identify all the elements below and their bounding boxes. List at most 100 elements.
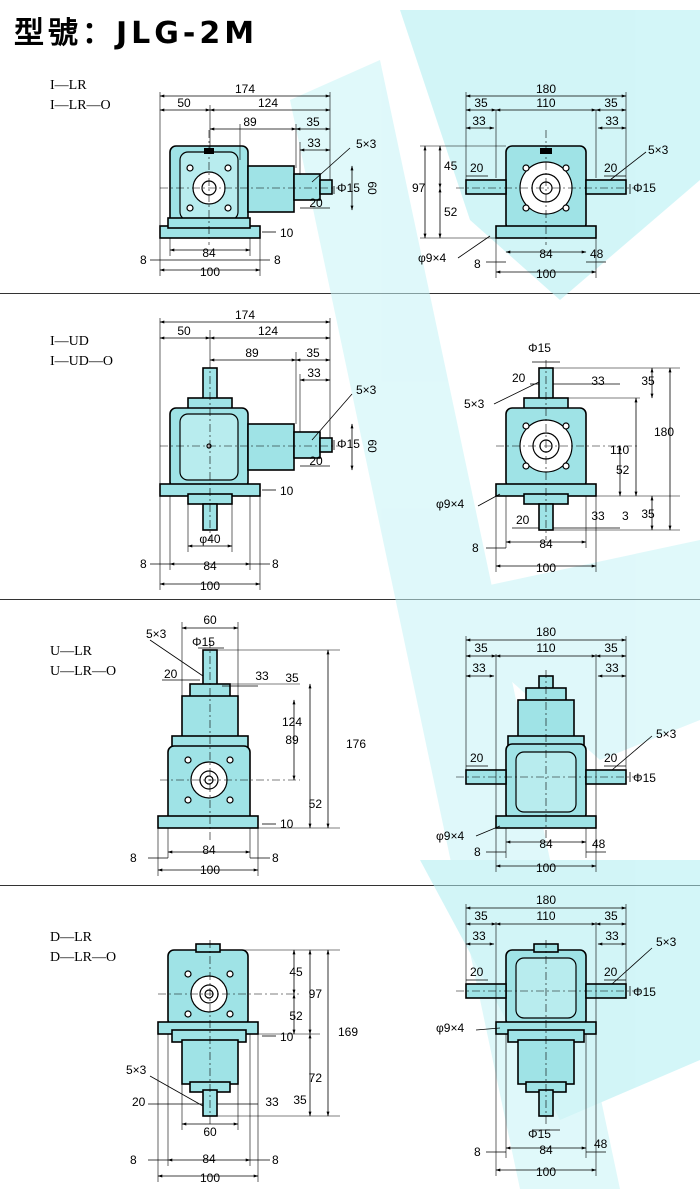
dim-label: 84 (202, 246, 216, 260)
model-code: I—UD (50, 334, 89, 349)
dim-label: 52 (289, 1009, 303, 1023)
dim-label: 100 (536, 561, 556, 575)
dim-label: 169 (338, 1025, 358, 1039)
dim-label: 52 (616, 463, 630, 477)
dim-label: 35 (604, 641, 618, 655)
dim-label: 20 (604, 751, 618, 765)
view-i-lr-side: 174 50 124 89 35 33 5×3 Φ15 60 20 10 84 … (140, 82, 379, 279)
dim-label: 124 (258, 324, 278, 338)
dim-label: 124 (258, 96, 278, 110)
dim-label: 33 (591, 509, 605, 523)
dim-label: 52 (444, 205, 458, 219)
dim-label: 35 (474, 909, 488, 923)
section-divider (0, 599, 700, 600)
model-code-group-1: I—LR I—LR—O (50, 76, 111, 116)
dim-label: 124 (282, 715, 302, 729)
dim-label: 5×3 (126, 1063, 147, 1077)
dim-label: 20 (132, 1095, 146, 1109)
dim-label: φ9×4 (418, 251, 446, 265)
dim-label: 60 (365, 181, 379, 195)
dim-label: 20 (512, 371, 526, 385)
dim-label: 5×3 (656, 727, 677, 741)
dim-label: φ9×4 (436, 829, 464, 843)
view-u-lr-side: 60 5×3 Φ15 20 33 35 124 89 176 52 10 84 … (130, 613, 366, 877)
model-code: I—LR (50, 78, 87, 93)
dim-label: 176 (346, 737, 366, 751)
dim-label: 5×3 (356, 137, 377, 151)
dim-label: 48 (592, 837, 606, 851)
dim-label: 10 (280, 484, 294, 498)
model-code: D—LR—O (50, 950, 117, 965)
dim-label: 33 (265, 1095, 279, 1109)
dim-label: 8 (272, 557, 279, 571)
dim-label: Φ15 (192, 635, 215, 649)
dim-label: 5×3 (464, 397, 485, 411)
dim-label: φ40 (199, 532, 220, 546)
dim-label: 60 (203, 1125, 217, 1139)
dim-label: 20 (309, 196, 323, 210)
dim-label: φ9×4 (436, 1021, 464, 1035)
dim-label: 35 (306, 346, 320, 360)
dim-label: 5×3 (656, 935, 677, 949)
dim-label: 89 (285, 733, 299, 747)
view-u-lr-front: 180 35 110 35 33 33 5×3 20 20 Φ15 φ9×4 8… (436, 625, 677, 875)
dim-label: 180 (654, 425, 674, 439)
model-code: U—LR—O (50, 664, 117, 679)
dim-label: 20 (470, 161, 484, 175)
dim-label: 52 (309, 797, 323, 811)
dim-label: 100 (200, 863, 220, 877)
dim-label: 35 (293, 1093, 307, 1107)
dim-label: 180 (536, 625, 556, 639)
dim-label: 8 (140, 253, 147, 267)
dim-label: 72 (309, 1071, 323, 1085)
model-code: U—LR (50, 644, 92, 659)
dim-label: 100 (200, 1171, 220, 1185)
dim-label: 20 (516, 513, 530, 527)
dim-label: 45 (289, 965, 303, 979)
dim-label: 100 (536, 861, 556, 875)
dim-label: 100 (200, 579, 220, 593)
dim-label: 20 (470, 965, 484, 979)
dim-label: 10 (280, 226, 294, 240)
dim-label: 8 (140, 557, 147, 571)
dim-label: 33 (307, 366, 321, 380)
dim-label: 110 (536, 909, 555, 923)
dim-label: 33 (307, 136, 321, 150)
view-d-lr-front: 180 35 110 35 33 33 5×3 20 20 Φ15 φ9×4 Φ… (436, 893, 677, 1179)
dim-label: 10 (280, 1030, 294, 1044)
dim-label: 8 (130, 851, 137, 865)
dim-label: 20 (604, 965, 618, 979)
dim-label: 8 (130, 1153, 137, 1167)
dim-label: Φ15 (633, 771, 656, 785)
model-code-group-4: D—LR D—LR—O (50, 928, 116, 968)
dim-label: 84 (539, 247, 553, 261)
dim-label: 20 (309, 454, 323, 468)
dim-label: Φ15 (633, 985, 656, 999)
dim-label: 5×3 (356, 383, 377, 397)
dim-label: 33 (472, 929, 486, 943)
dim-label: 33 (605, 661, 619, 675)
dim-label: 10 (280, 817, 294, 831)
dim-label: 35 (641, 374, 655, 388)
dim-label: 33 (255, 669, 269, 683)
view-i-ud-front: Φ15 20 33 35 5×3 180 110 52 φ9×4 20 33 3… (436, 341, 680, 575)
dim-label: 5×3 (648, 143, 669, 157)
dim-label: 20 (470, 751, 484, 765)
view-d-lr-side: 45 97 169 52 10 72 5×3 20 33 35 60 8 84 … (126, 940, 358, 1185)
model-code: I—LR—O (50, 98, 111, 113)
model-code: D—LR (50, 930, 92, 945)
view-i-ud-side: 174 50 124 89 35 33 5×3 Φ15 60 20 10 φ40… (140, 308, 379, 593)
dim-label: Φ15 (528, 341, 551, 355)
model-code-group-2: I—UD I—UD—O (50, 332, 113, 372)
dim-label: 35 (285, 671, 299, 685)
dim-label: φ9×4 (436, 497, 464, 511)
section-divider (0, 885, 700, 886)
dim-label: 45 (444, 159, 458, 173)
dim-label: 110 (536, 641, 555, 655)
dim-label: 8 (474, 845, 481, 859)
dim-label: 33 (605, 114, 619, 128)
dim-label: 33 (591, 374, 605, 388)
dim-label: Φ15 (633, 181, 656, 195)
dim-label: 84 (202, 1152, 216, 1166)
dim-label: 20 (164, 667, 178, 681)
